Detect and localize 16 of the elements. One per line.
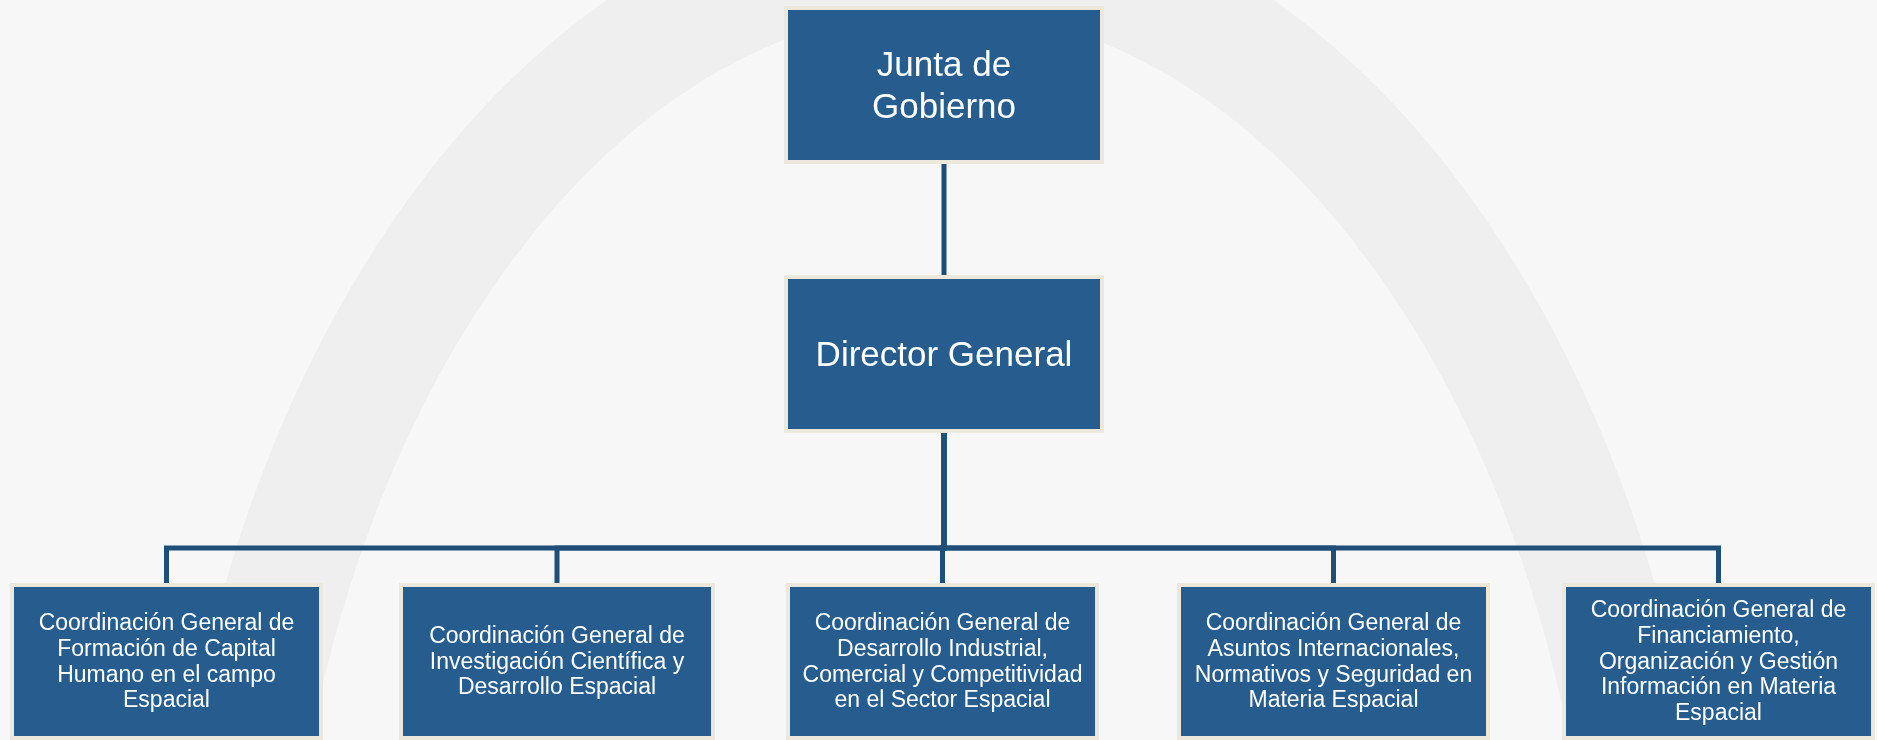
box-label: Junta de Gobierno <box>871 43 1017 127</box>
org-box <box>10 583 323 740</box>
org-box <box>1562 583 1875 740</box>
box-label: Coordinación General de Investigación Científica y Desarrollo Espacial <box>428 622 686 701</box>
org-box <box>786 583 1099 740</box>
box-label: Director General <box>814 333 1074 375</box>
box-label: Coordinación General de Financiamiento, Organización y Gestión Información en Materia Espacial <box>1589 597 1848 726</box>
connector-line <box>941 164 947 275</box>
box-label: Coordinación General de Formación de Capital Humano en el campo Espacial <box>37 610 296 713</box>
org-box <box>1177 583 1490 740</box>
box-label: Coordinación General de Asuntos Internacionales, Normativos y Seguridad en Materia Espacial <box>1193 610 1474 713</box>
org-box <box>784 6 1104 164</box>
org-box <box>784 275 1104 433</box>
org-box <box>399 583 715 740</box>
connector-line <box>941 433 1721 583</box>
box-label: Coordinación General de Desarrollo Industrial, Comercial y Competitividad en el Sector Espacial <box>801 610 1084 713</box>
